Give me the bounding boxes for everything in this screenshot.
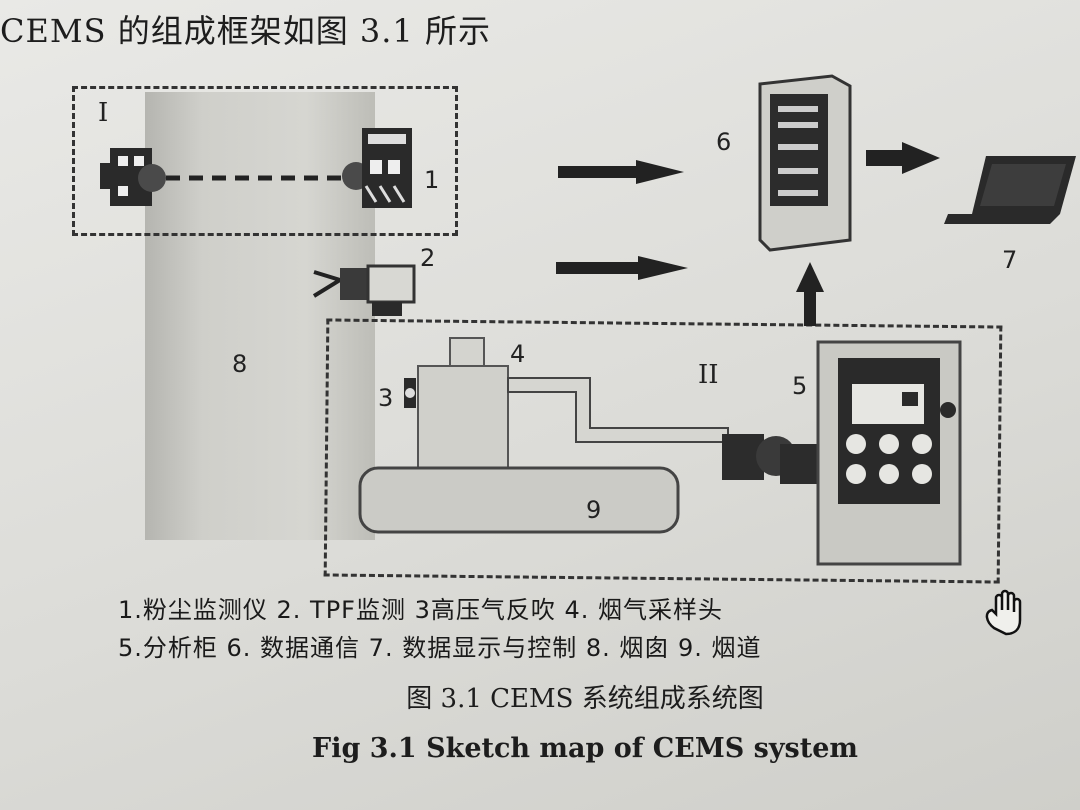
hand-cursor-icon xyxy=(985,589,1022,636)
label-6: 6 xyxy=(716,128,732,156)
flue-duct xyxy=(358,466,680,534)
figure-caption-en: Fig 3.1 Sketch map of CEMS system xyxy=(312,733,858,764)
legend-line-2: 5.分析柜 6. 数据通信 7. 数据显示与控制 8. 烟囱 9. 烟道 xyxy=(118,634,762,662)
dust-monitor-icon xyxy=(100,148,166,206)
arrow-right-icon xyxy=(556,256,688,280)
label-3: 3 xyxy=(378,384,394,412)
label-1: 1 xyxy=(424,166,440,194)
pump-icon xyxy=(722,434,820,484)
region-ii-label: II xyxy=(698,360,719,390)
analyzer-cabinet-icon xyxy=(816,340,962,566)
label-7: 7 xyxy=(1002,246,1018,274)
chimney xyxy=(145,92,375,540)
dust-monitor-icon xyxy=(342,128,412,208)
legend-line-1: 1.粉尘监测仪 2. TPF监测 3高压气反吹 4. 烟气采样头 xyxy=(118,596,724,624)
arrow-right-icon xyxy=(866,142,940,174)
server-icon xyxy=(758,74,852,252)
label-8: 8 xyxy=(232,350,248,378)
page-title: CEMS 的组成框架如图 3.1 所示 xyxy=(0,12,491,50)
tpf-monitor-icon xyxy=(312,264,416,316)
region-i-label: I xyxy=(98,98,109,128)
arrow-up-icon xyxy=(796,262,824,326)
laptop-icon xyxy=(944,156,1076,224)
label-5: 5 xyxy=(792,372,808,400)
arrow-right-icon xyxy=(558,160,684,184)
valve-icon xyxy=(404,378,416,408)
label-9: 9 xyxy=(586,496,602,524)
label-2: 2 xyxy=(420,244,436,272)
sampling-probe-icon xyxy=(417,337,729,475)
figure-caption-cn: 图 3.1 CEMS 系统组成系统图 xyxy=(406,684,764,714)
region-i-box xyxy=(72,86,458,236)
label-4: 4 xyxy=(510,340,526,368)
